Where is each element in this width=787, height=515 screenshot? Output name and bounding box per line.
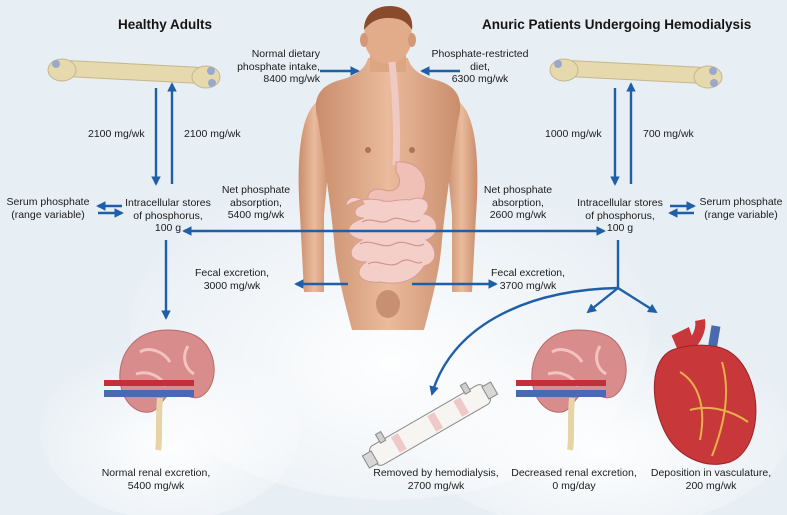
heading-healthy-adults: Healthy Adults bbox=[118, 17, 213, 32]
bone-icon bbox=[47, 58, 221, 89]
label-renal-normal: Normal renal excretion,5400 mg/wk bbox=[101, 467, 211, 492]
label-bone-in-right: 700 mg/wk bbox=[643, 128, 694, 140]
arrow-to-heart bbox=[617, 286, 658, 314]
flow-arrows bbox=[96, 66, 696, 396]
label-bone-in-left: 2100 mg/wk bbox=[184, 128, 241, 140]
bone-icon bbox=[549, 58, 723, 89]
heart-icon bbox=[653, 319, 757, 465]
label-vasculature-deposition: Deposition in vasculature,200 mg/wk bbox=[650, 467, 772, 492]
label-bone-out-right: 1000 mg/wk bbox=[545, 128, 602, 140]
human-figure-icon bbox=[298, 6, 478, 330]
label-serum-right: Serum phosphate(range variable) bbox=[699, 196, 783, 221]
kidney-icon bbox=[104, 329, 215, 451]
label-serum-left: Serum phosphate(range variable) bbox=[6, 196, 90, 221]
dialyzer-icon bbox=[361, 381, 499, 469]
kidney-icon bbox=[516, 329, 627, 451]
arrow-to-dialyzer bbox=[429, 286, 619, 396]
arrow-to-kidney-right bbox=[586, 287, 619, 314]
label-bone-out-left: 2100 mg/wk bbox=[88, 128, 145, 140]
label-hemodialysis-removal: Removed by hemodialysis,2700 mg/wk bbox=[373, 467, 499, 492]
label-renal-decreased: Decreased renal excretion,0 mg/day bbox=[511, 467, 637, 492]
label-fecal-left: Fecal excretion,3000 mg/wk bbox=[194, 267, 270, 292]
label-fecal-right: Fecal excretion,3700 mg/wk bbox=[490, 267, 566, 292]
heading-hemodialysis: Anuric Patients Undergoing Hemodialysis bbox=[482, 17, 752, 32]
